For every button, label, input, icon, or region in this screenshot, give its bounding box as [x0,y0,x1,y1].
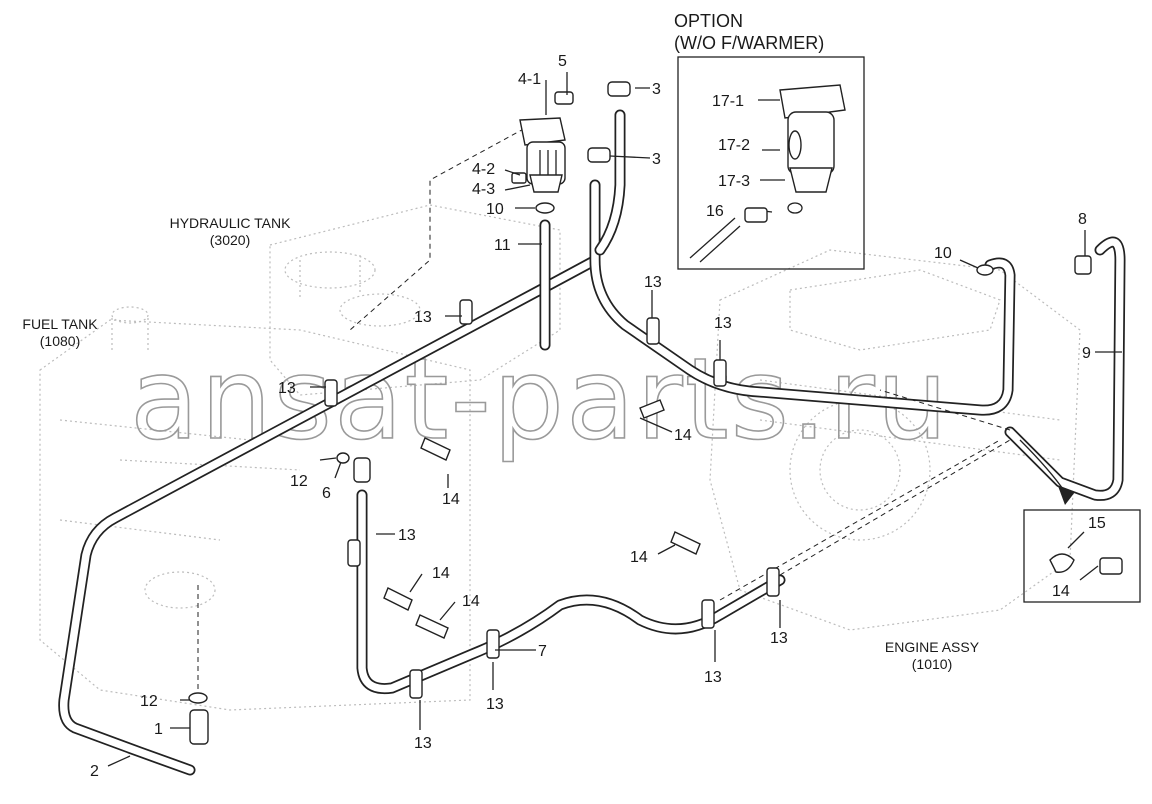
callout-10: 10 [934,245,952,262]
callout-4-3: 4-3 [472,181,495,198]
option-box [677,56,865,270]
callout-4-2: 4-2 [472,161,495,178]
callout-14: 14 [432,565,450,582]
engine-assy-name: ENGINE ASSY [885,639,980,655]
callout-14: 14 [462,593,480,610]
option-title: OPTION [674,11,743,31]
fuel-pipes [58,109,1126,776]
callout-13: 13 [704,669,722,686]
callout-14: 14 [1052,583,1070,600]
callout-12: 12 [140,693,158,710]
callout-13: 13 [770,630,788,647]
fittings [188,81,1092,745]
callout-10: 10 [486,201,504,218]
callout-17-3: 17-3 [718,173,750,190]
callout-17-1: 17-1 [712,93,744,110]
callout-13: 13 [278,380,296,397]
callout-3: 3 [652,151,661,168]
hydraulic-tank-ghost [269,204,561,396]
callout-labels: 5 4-1 3 3 4-2 4-3 10 11 13 13 13 13 14 1… [90,53,1091,780]
engine-assy-code: (1010) [912,656,952,672]
callout-2: 2 [90,763,99,780]
fuel-tank-code: (1080) [40,333,80,349]
fuel-filter [519,117,566,193]
callout-13: 13 [714,315,732,332]
callout-13: 13 [486,696,504,713]
callout-16: 16 [706,203,724,220]
detail-panel: 15 14 [1023,509,1141,603]
leader-lines [107,72,1122,767]
assembly-captions: HYDRAULIC TANK (3020) FUEL TANK (1080) E… [22,215,979,672]
callout-11: 11 [494,237,511,254]
pipe-clamps [324,299,780,699]
callout-4-1: 4-1 [518,71,541,88]
callout-14: 14 [674,427,692,444]
callout-14: 14 [630,549,648,566]
callout-13: 13 [414,735,432,752]
callout-14: 14 [442,491,460,508]
callout-9: 9 [1082,345,1091,362]
detail-box [1023,509,1141,603]
callout-15: 15 [1088,515,1106,532]
callout-3: 3 [652,81,661,98]
hydraulic-tank-code: (3020) [210,232,250,248]
fuel-tank-name: FUEL TANK [22,316,98,332]
callout-12: 12 [290,473,308,490]
callout-13: 13 [398,527,416,544]
option-panel: OPTION (W/O F/WARMER) 17-1 17-2 17-3 16 [674,11,865,270]
callout-1: 1 [154,721,163,738]
option-subtitle: (W/O F/WARMER) [674,33,824,53]
hydraulic-tank-name: HYDRAULIC TANK [170,215,292,231]
clamp-bolts [383,399,701,639]
detail-arrow-icon [1058,486,1075,505]
callout-13: 13 [644,274,662,291]
callout-7: 7 [538,643,547,660]
callout-17-2: 17-2 [718,137,750,154]
callout-13: 13 [414,309,432,326]
callout-8: 8 [1078,211,1087,228]
callout-6: 6 [322,485,331,502]
callout-5: 5 [558,53,567,70]
